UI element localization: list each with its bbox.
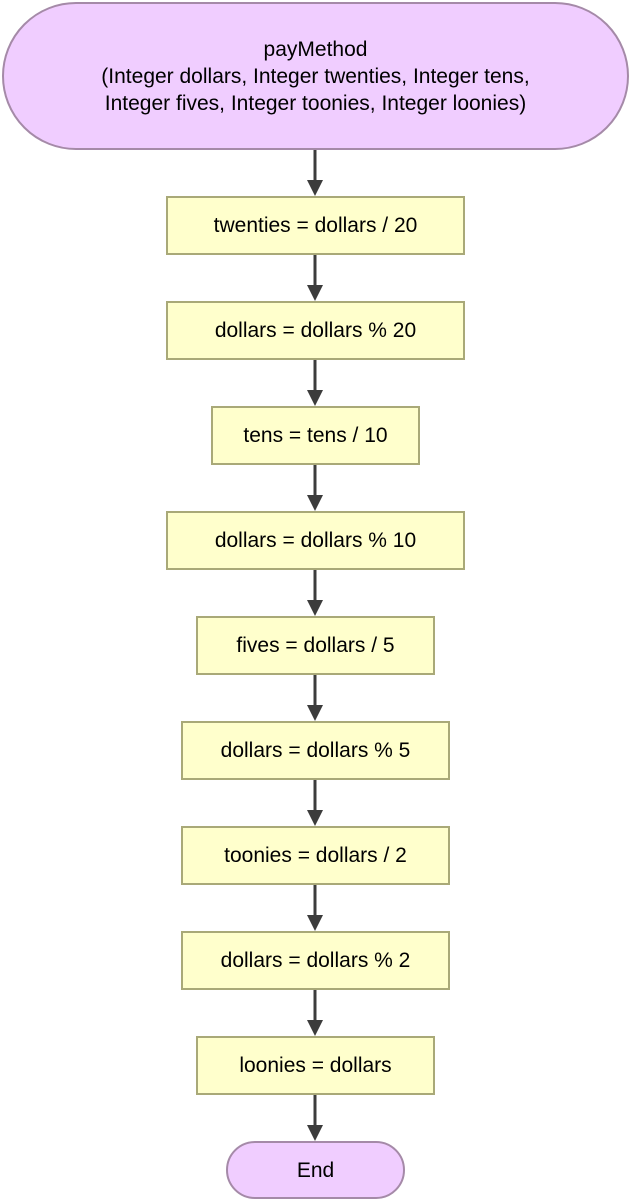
process-step-8: dollars = dollars % 2: [181, 931, 450, 990]
start-terminal: payMethod (Integer dollars, Integer twen…: [2, 2, 629, 150]
process-step-3: tens = tens / 10: [211, 406, 420, 465]
start-label: payMethod (Integer dollars, Integer twen…: [4, 36, 627, 117]
function-name: payMethod: [263, 37, 368, 61]
arrowhead-step-7: [307, 810, 323, 826]
arrowhead-step-6: [307, 705, 323, 721]
arrowhead-step-8: [307, 915, 323, 931]
arrowhead-step-5: [307, 600, 323, 616]
function-params: (Integer dollars, Integer twenties, Inte…: [101, 64, 530, 115]
arrowhead-step-2: [307, 285, 323, 301]
process-step-5: fives = dollars / 5: [196, 616, 435, 675]
arrowhead-end: [307, 1125, 323, 1141]
process-step-9: loonies = dollars: [196, 1036, 435, 1095]
process-step-2: dollars = dollars % 20: [166, 301, 465, 360]
end-terminal: End: [226, 1141, 405, 1199]
process-step-1: twenties = dollars / 20: [166, 196, 465, 255]
arrowhead-step-3: [307, 390, 323, 406]
process-step-6: dollars = dollars % 5: [181, 721, 450, 780]
arrowhead-step-4: [307, 495, 323, 511]
process-step-4: dollars = dollars % 10: [166, 511, 465, 570]
arrowhead-step-9: [307, 1020, 323, 1036]
arrowhead-step-1: [307, 180, 323, 196]
process-step-7: toonies = dollars / 2: [181, 826, 450, 885]
